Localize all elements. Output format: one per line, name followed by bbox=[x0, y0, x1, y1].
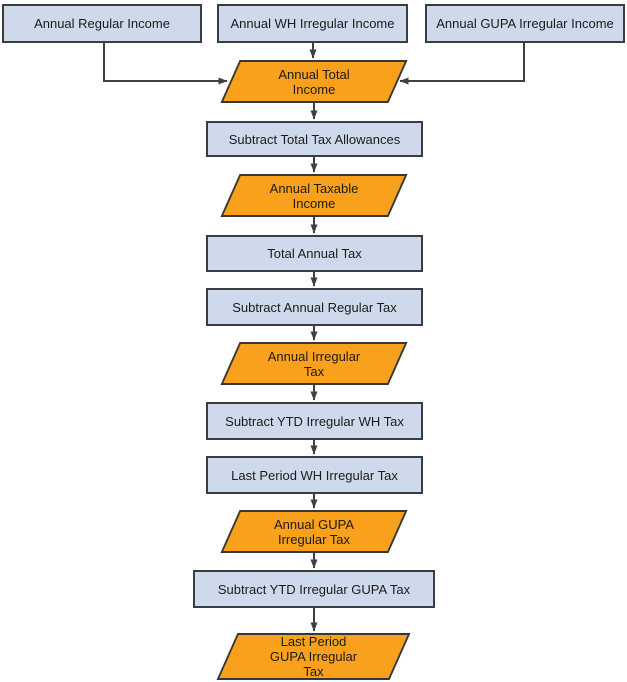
node-label: Annual WH Irregular Income bbox=[230, 16, 395, 31]
node-label: Last Period WH Irregular Tax bbox=[231, 467, 398, 483]
node-label: Annual Regular Income bbox=[34, 16, 170, 31]
node-label: Subtract YTD Irregular WH Tax bbox=[225, 413, 404, 429]
node-label: Annual Irregular Tax bbox=[267, 348, 361, 379]
node-label: Total Annual Tax bbox=[267, 246, 362, 261]
flow-box-subtract-annual-regular-tax: Subtract Annual Regular Tax bbox=[206, 288, 423, 326]
flow-box-annual-gupa-irregular-income: Annual GUPA Irregular Income bbox=[425, 4, 625, 43]
flow-box-subtract-total-tax-allowances: Subtract Total Tax Allowances bbox=[206, 121, 423, 157]
node-label: Annual Taxable Income bbox=[269, 180, 359, 211]
flow-box-subtract-ytd-irregular-gupa-tax: Subtract YTD Irregular GUPA Tax bbox=[193, 570, 435, 608]
flow-box-subtract-ytd-irregular-wh-tax: Subtract YTD Irregular WH Tax bbox=[206, 402, 423, 440]
node-label: Annual GUPA Irregular Income bbox=[436, 16, 614, 31]
flow-parallelogram-annual-gupa-irregular-tax: Annual GUPA Irregular Tax bbox=[220, 510, 408, 553]
flow-parallelogram-annual-total-income: Annual Total Income bbox=[220, 60, 408, 103]
flow-parallelogram-last-period-gupa-irregular-tax: Last Period GUPA Irregular Tax bbox=[216, 633, 411, 680]
node-label: Annual Total Income bbox=[278, 66, 350, 97]
node-label: Last Period GUPA Irregular Tax bbox=[269, 634, 358, 679]
node-label: Annual GUPA Irregular Tax bbox=[274, 516, 354, 547]
flow-parallelogram-annual-irregular-tax: Annual Irregular Tax bbox=[220, 342, 408, 385]
flow-box-annual-regular-income: Annual Regular Income bbox=[2, 4, 202, 43]
node-label: Subtract Annual Regular Tax bbox=[232, 299, 397, 315]
flow-box-annual-wh-irregular-income: Annual WH Irregular Income bbox=[217, 4, 408, 43]
flow-parallelogram-annual-taxable-income: Annual Taxable Income bbox=[220, 174, 408, 217]
node-label: Subtract YTD Irregular GUPA Tax bbox=[217, 581, 411, 597]
node-label: Subtract Total Tax Allowances bbox=[228, 131, 401, 147]
flow-box-last-period-wh-irregular-tax: Last Period WH Irregular Tax bbox=[206, 456, 423, 494]
flow-box-total-annual-tax: Total Annual Tax bbox=[206, 235, 423, 272]
